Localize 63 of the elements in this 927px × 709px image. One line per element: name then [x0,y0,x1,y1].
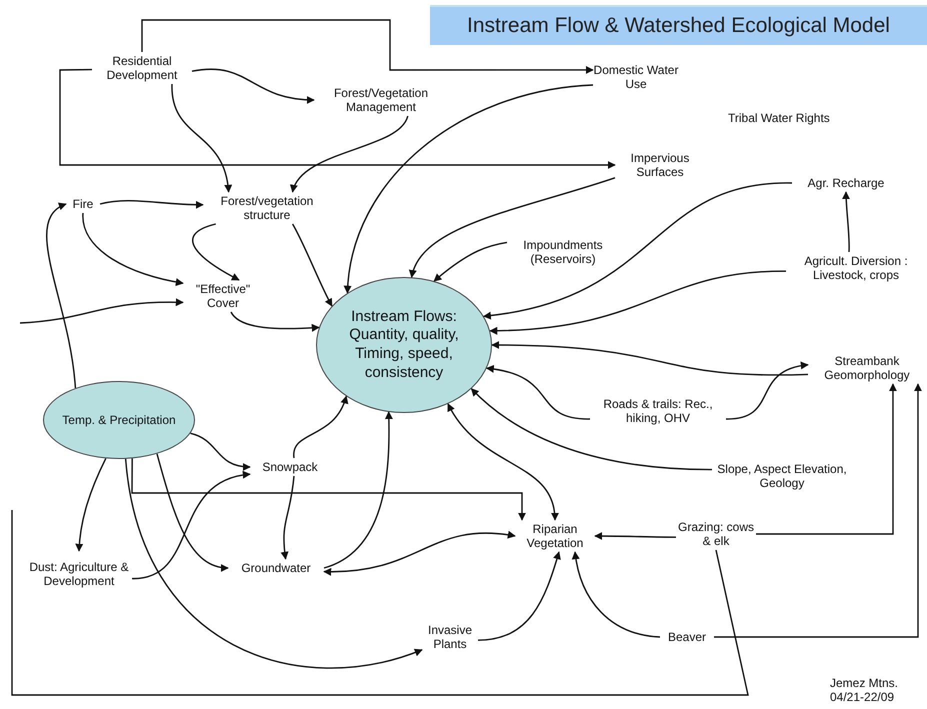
factor-label: Residential Development [92,52,192,84]
arrow [20,298,184,324]
arrow [486,365,590,420]
arrow [594,532,676,540]
arrow [131,458,526,521]
title-banner: Instream Flow & Watershed Ecological Model [430,5,927,45]
factor-label: Fire [66,195,100,213]
arrow [714,383,922,638]
factor-label: Impoundments (Reservoirs) [507,236,619,268]
arrow [46,203,76,388]
arrow [292,224,333,307]
factor-label: Forest/Vegetation Management [314,84,448,116]
arrow [59,68,616,169]
arrow [323,531,516,576]
arrow [756,383,897,535]
arrow [447,403,558,521]
node-label: Temp. & Precipitation [62,412,176,428]
factor-label: "Effective" Cover [183,280,263,312]
arrow [190,432,251,470]
arrow [491,341,808,376]
factor-label: Impervious Surfaces [615,149,705,181]
factor-label: Groundwater [228,559,324,577]
arrow [132,472,251,580]
note-text: Jemez Mtns. 04/21-22/09 [830,676,900,704]
factor-label: Dust: Agriculture & Development [26,551,132,597]
factor-label: Invasive Plants [422,621,478,653]
arrow [75,458,106,552]
arrow [410,177,616,278]
arrow [324,411,393,569]
arrow [470,388,712,470]
arrow [171,84,232,193]
arrow [156,454,229,572]
arrow [433,242,508,282]
arrow [572,551,660,638]
arrow [726,362,809,420]
factor-label: Agr. Recharge [792,174,900,192]
factor-label: Forest/vegetation structure [203,192,331,224]
factor-label: Domestic Water Use [593,61,679,93]
factor-label: Roads & trails: Rec., hiking, OHV [590,395,726,427]
arrow [293,396,348,458]
note-text: Tribal Water Rights [728,111,831,125]
arrow [141,19,594,74]
arrow [842,191,850,252]
factor-label: Beaver [660,628,714,646]
factor-label: Slope, Aspect Elevation, Geology [712,460,852,492]
arrow [478,551,561,641]
arrow [192,68,315,104]
factor-label: Agricult. Diversion : Livestock, crops [786,252,926,284]
factor-label: Streambank Geomorphology [808,352,926,384]
arrow [344,84,594,294]
arrow [230,312,320,332]
arrow [192,223,240,281]
arrow [82,212,184,286]
factor-label: Grazing: cows & elk [676,518,756,550]
arrow [489,270,786,335]
arrow [482,182,792,320]
arrow [100,200,204,209]
node-label: Instream Flows: Quantity, quality, Timing, speed, consistency [348,308,460,382]
arrow [124,458,423,669]
arrow [280,476,295,560]
arrow [291,116,408,193]
factor-label: Riparian Vegetation [515,520,595,552]
factor-label: Snowpack [250,458,330,476]
